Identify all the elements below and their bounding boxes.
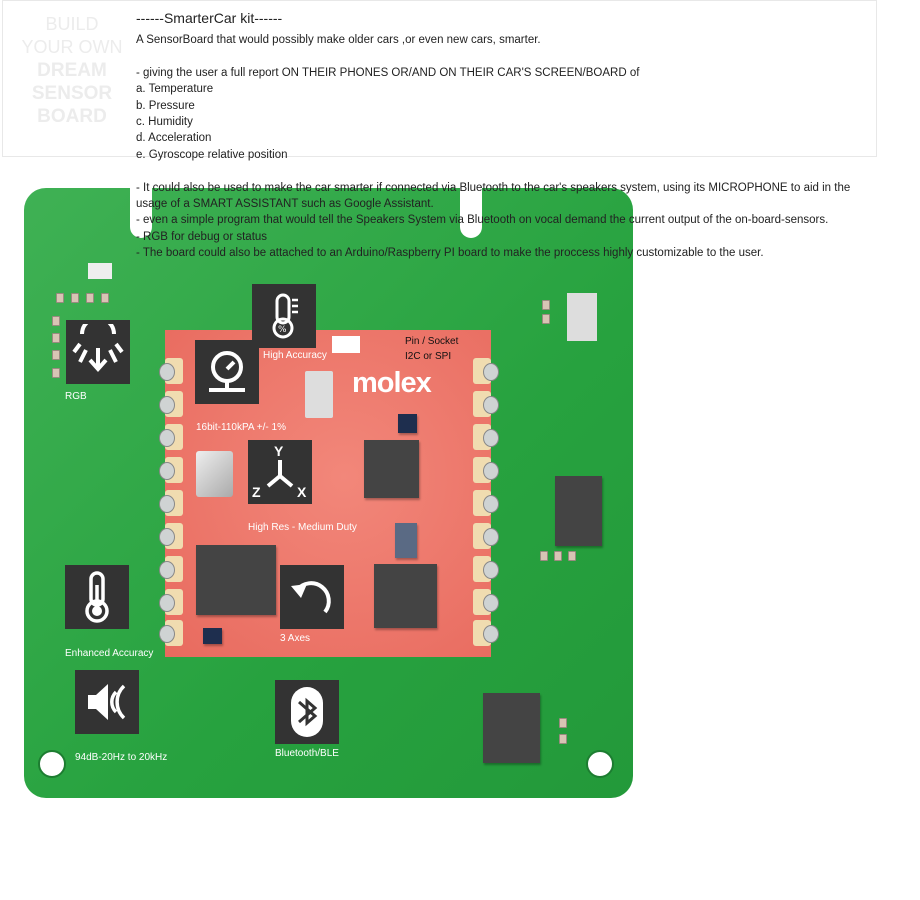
bus-label: I2C or SPI	[405, 351, 452, 362]
chip	[555, 476, 602, 546]
description-line: c. Humidity	[136, 116, 193, 129]
description-line: a. Temperature	[136, 83, 214, 96]
header-pin	[159, 457, 183, 483]
microphone-label: 94dB-20Hz to 20kHz	[75, 752, 168, 763]
header-pin	[473, 391, 499, 417]
board-slot	[130, 186, 152, 238]
smd-component	[71, 293, 79, 303]
description-line: b. Pressure	[136, 99, 195, 112]
rgb-led-icon	[66, 320, 130, 384]
temperature-icon	[65, 565, 129, 629]
header-pin	[473, 457, 499, 483]
mount-hole	[38, 750, 66, 778]
chip	[364, 440, 419, 498]
led	[332, 336, 360, 353]
bluetooth-icon	[275, 680, 339, 744]
gyroscope-rotate-icon	[280, 565, 344, 629]
header-pin	[159, 424, 183, 450]
smd-component	[52, 368, 60, 378]
axis-y: Y	[274, 443, 284, 459]
header-pin	[473, 589, 499, 615]
chip	[374, 564, 437, 628]
description-line: - giving the user a full report ON THEIR…	[136, 66, 640, 79]
header-pin	[159, 556, 183, 582]
description-title: ------SmarterCar kit------	[136, 10, 283, 26]
mount-hole	[586, 750, 614, 778]
chip	[203, 628, 222, 644]
chip	[395, 523, 417, 558]
chip	[398, 414, 417, 433]
header-pin	[159, 391, 183, 417]
header-pin	[473, 620, 499, 646]
promo-text: BUILD YOUR OWN DREAM SENSOR BOARD	[17, 13, 127, 128]
smd-component	[52, 350, 60, 360]
smd-component	[86, 293, 94, 303]
gyroscope-label: 3 Axes	[280, 633, 311, 644]
description-line: e. Gyroscope relative position	[136, 148, 288, 161]
rgb-label: RGB	[65, 391, 87, 402]
description-line	[136, 163, 866, 179]
pressure-label: 16bit-110kPA +/- 1%	[196, 422, 286, 433]
microphone-speaker-icon	[75, 670, 139, 734]
chip	[196, 545, 276, 615]
brand-logo: molex	[352, 367, 432, 399]
description: ------SmarterCar kit------ A SensorBoard…	[136, 8, 866, 262]
component	[567, 293, 597, 341]
svg-text:%: %	[278, 325, 287, 335]
pressure-gauge-icon	[195, 340, 259, 404]
smd-component	[554, 551, 562, 561]
humidity-label: High Accuracy	[263, 350, 327, 361]
molex-module: molex Pin / Socket I2C or SPI	[159, 330, 499, 657]
smd-component	[52, 333, 60, 343]
header-pin	[159, 523, 183, 549]
smd-component	[101, 293, 109, 303]
bluetooth-label: Bluetooth/BLE	[275, 748, 339, 759]
header-pin	[159, 589, 183, 615]
temperature-label: Enhanced Accuracy	[65, 648, 154, 659]
smd-component	[559, 734, 567, 744]
led	[88, 263, 112, 279]
accelerometer-label: High Res - Medium Duty	[248, 522, 357, 533]
smd-component	[542, 314, 550, 324]
board-slot	[460, 186, 482, 238]
header-pin	[473, 358, 499, 384]
promo-line: BUILD	[45, 14, 99, 34]
pin-socket-label: Pin / Socket	[405, 336, 459, 347]
header-pin	[473, 490, 499, 516]
description-line: - RGB for debug or status	[136, 230, 268, 243]
header-pin	[159, 358, 183, 384]
description-line: - The board could also be attached to an…	[136, 247, 764, 260]
header-pin	[159, 490, 183, 516]
promo-line: SENSOR	[31, 83, 113, 104]
smd-component	[52, 316, 60, 326]
axis-x: X	[297, 484, 307, 500]
description-line: - even a simple program that would tell …	[136, 214, 829, 227]
smd-component	[540, 551, 548, 561]
axis-z: Z	[252, 484, 261, 500]
description-line	[136, 48, 866, 64]
header-pin	[473, 523, 499, 549]
component	[196, 451, 233, 497]
accelerometer-axes-icon: Y Z X	[248, 440, 312, 504]
smd-component	[56, 293, 64, 303]
info-card: BUILD YOUR OWN DREAM SENSOR BOARD	[2, 0, 877, 157]
description-line: d. Acceleration	[136, 132, 212, 145]
smd-component	[568, 551, 576, 561]
header-pin	[473, 424, 499, 450]
humidity-sensor-icon: %	[252, 284, 316, 348]
description-line: A SensorBoard that would possibly make o…	[136, 34, 541, 46]
smd-component	[542, 300, 550, 310]
promo-line: DREAM	[37, 60, 107, 81]
description-line: - It could also be used to make the car …	[136, 181, 851, 211]
promo-line: YOUR OWN	[21, 37, 123, 57]
chip	[483, 693, 540, 763]
promo-line: BOARD	[37, 106, 107, 127]
header-pin	[473, 556, 499, 582]
header-pin	[159, 620, 183, 646]
component	[305, 371, 333, 418]
smd-component	[559, 718, 567, 728]
